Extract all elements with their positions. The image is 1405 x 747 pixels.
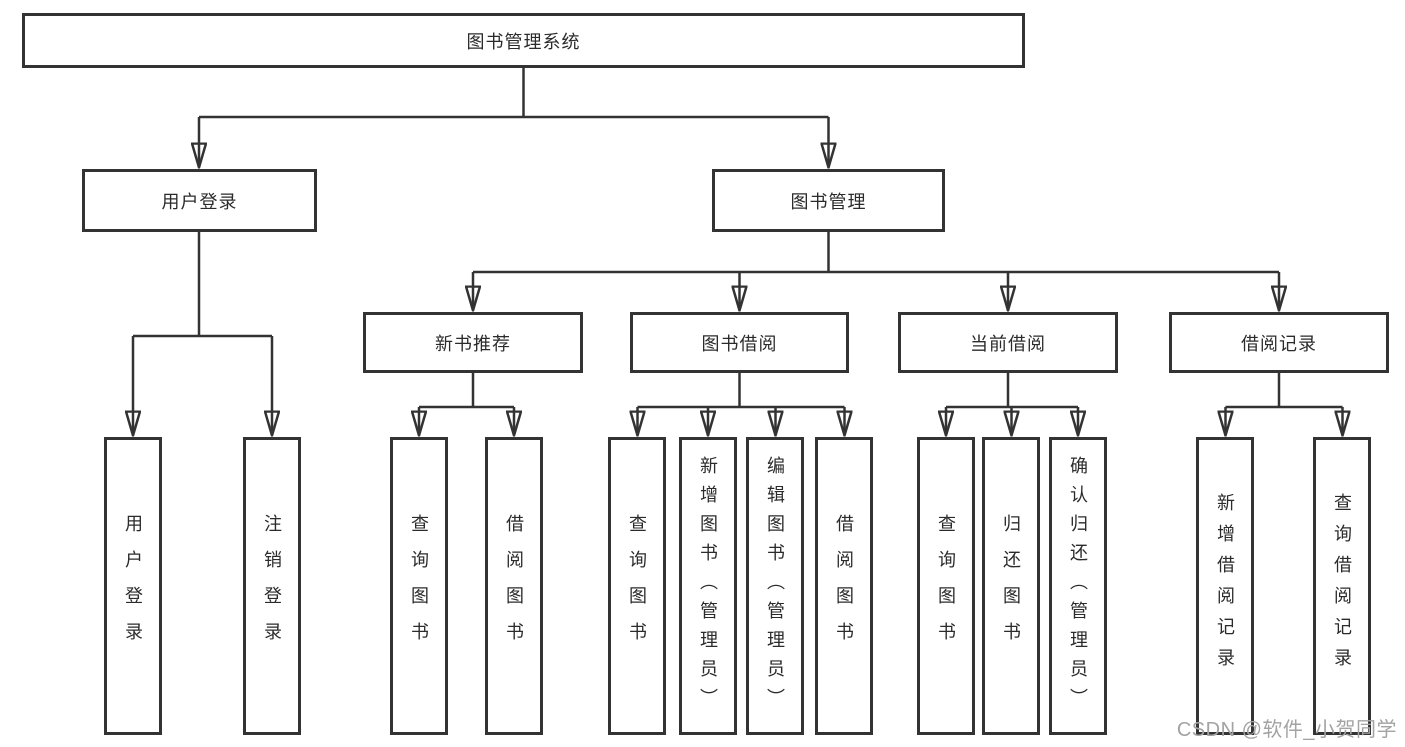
leaf-borrow-book: 借阅图书 xyxy=(485,437,543,735)
leaf-borrow-book: 借阅图书 xyxy=(815,437,873,735)
leaf-edit-book-admin: 编辑图书（管理员） xyxy=(746,437,804,735)
node-book-borrowing: 图书借阅 xyxy=(630,312,849,373)
leaf-query-book: 查询图书 xyxy=(390,437,448,735)
node-book-management: 图书管理 xyxy=(712,169,945,232)
leaf-query-borrow-record: 查询借阅记录 xyxy=(1313,437,1371,735)
node-user-login: 用户登录 xyxy=(82,169,317,232)
csdn-watermark: CSDN @软件_小贺同学 xyxy=(1176,719,1397,741)
leaf-confirm-return-admin: 确认归还（管理员） xyxy=(1049,437,1107,735)
leaf-user-login: 用户登录 xyxy=(104,437,162,735)
leaf-logout: 注销登录 xyxy=(243,437,301,735)
leaf-add-book-admin: 新增图书（管理员） xyxy=(679,437,737,735)
leaf-add-borrow-record: 新增借阅记录 xyxy=(1196,437,1254,735)
node-new-book-recommend: 新书推荐 xyxy=(363,312,583,373)
node-current-borrowing: 当前借阅 xyxy=(898,312,1118,373)
leaf-return-book: 归还图书 xyxy=(982,437,1040,735)
leaf-query-book: 查询图书 xyxy=(608,437,666,735)
node-root-system: 图书管理系统 xyxy=(22,13,1025,68)
node-borrowing-records: 借阅记录 xyxy=(1169,312,1389,373)
leaf-query-book: 查询图书 xyxy=(917,437,975,735)
